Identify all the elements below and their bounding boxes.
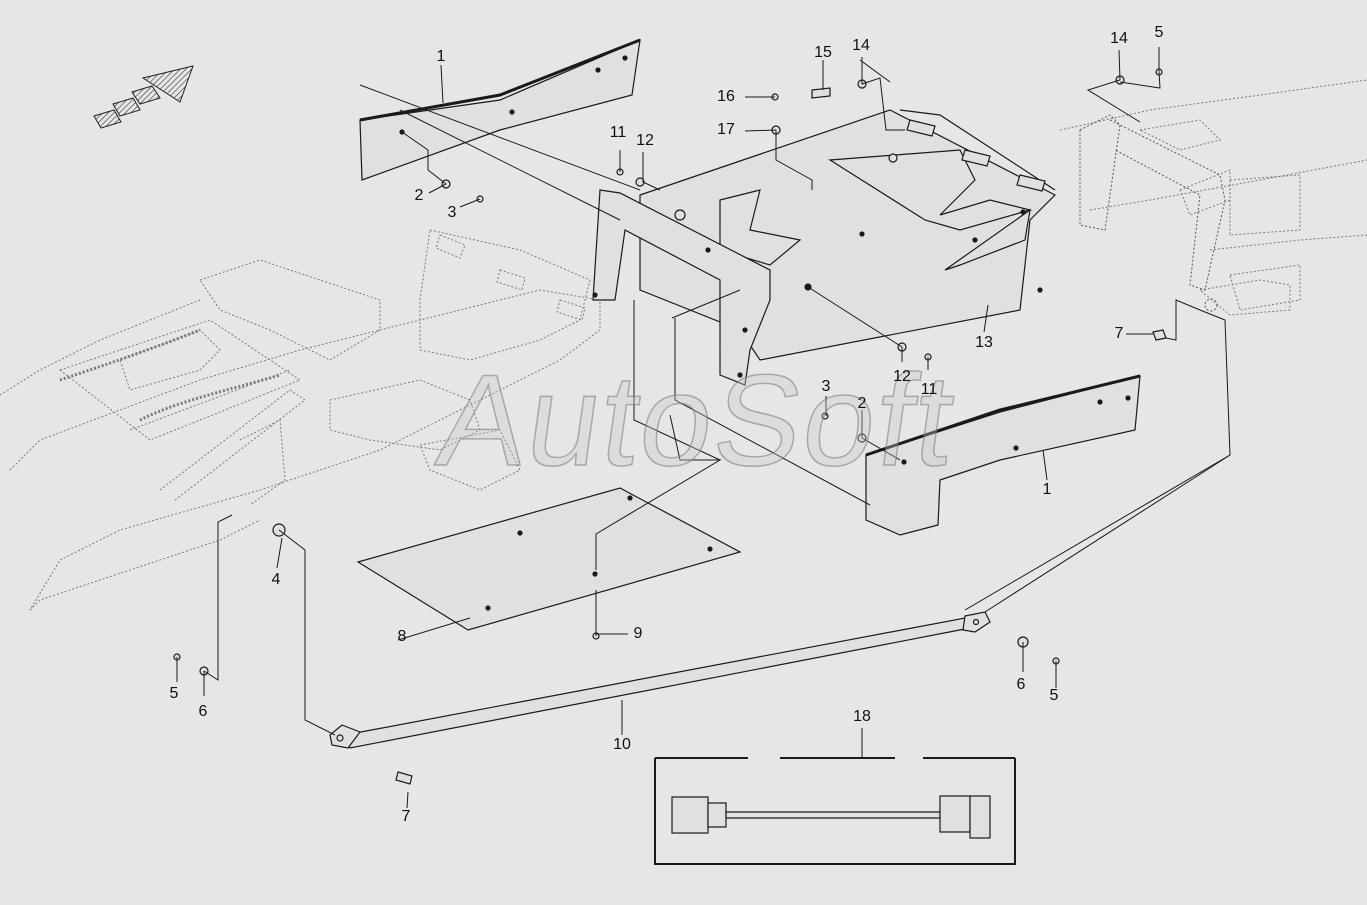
callout-4[interactable]: 4 <box>271 571 281 588</box>
part-8-bottom-plate <box>356 487 742 631</box>
callout-14-right[interactable]: 14 <box>1110 30 1128 47</box>
callout-9[interactable]: 9 <box>633 625 643 642</box>
part-18-harness-box <box>654 757 1016 865</box>
callout-7-bottom[interactable]: 7 <box>401 808 411 825</box>
callout-17[interactable]: 17 <box>717 121 735 138</box>
callout-10[interactable]: 10 <box>613 736 631 753</box>
callout-3-upper[interactable]: 3 <box>447 204 457 221</box>
direction-arrow-icon <box>93 65 194 129</box>
part-10-support-rod <box>329 611 991 749</box>
callout-6-left[interactable]: 6 <box>198 703 208 720</box>
callout-6-right[interactable]: 6 <box>1016 676 1026 693</box>
callout-11-lower[interactable]: 11 <box>920 381 938 398</box>
callout-5-top[interactable]: 5 <box>1154 24 1164 41</box>
callout-1-upper[interactable]: 1 <box>436 48 446 65</box>
callout-12-lower[interactable]: 12 <box>893 368 911 385</box>
callout-15[interactable]: 15 <box>814 44 832 61</box>
callout-5-left[interactable]: 5 <box>169 685 179 702</box>
callout-2-lower[interactable]: 2 <box>857 395 867 412</box>
part-13-main-frame <box>592 109 1057 386</box>
callout-1-lower[interactable]: 1 <box>1042 481 1052 498</box>
callout-3-lower[interactable]: 3 <box>821 378 831 395</box>
callout-16[interactable]: 16 <box>717 88 735 105</box>
callout-8[interactable]: 8 <box>397 628 407 645</box>
callout-11-upper[interactable]: 11 <box>609 124 627 141</box>
right-bracket-context <box>1079 114 1226 312</box>
callout-18[interactable]: 18 <box>853 708 871 725</box>
callout-2-upper[interactable]: 2 <box>414 187 424 204</box>
callout-12-upper[interactable]: 12 <box>636 132 654 149</box>
callout-7-right[interactable]: 7 <box>1114 325 1124 342</box>
callout-13[interactable]: 13 <box>975 334 993 351</box>
part-1-upper-panel <box>359 38 641 181</box>
callout-14-center[interactable]: 14 <box>852 37 870 54</box>
callout-5-right[interactable]: 5 <box>1049 687 1059 704</box>
leader-lines <box>176 47 1231 809</box>
part-1-lower-panel <box>865 374 1141 536</box>
machine-context-outline <box>0 79 1367 611</box>
